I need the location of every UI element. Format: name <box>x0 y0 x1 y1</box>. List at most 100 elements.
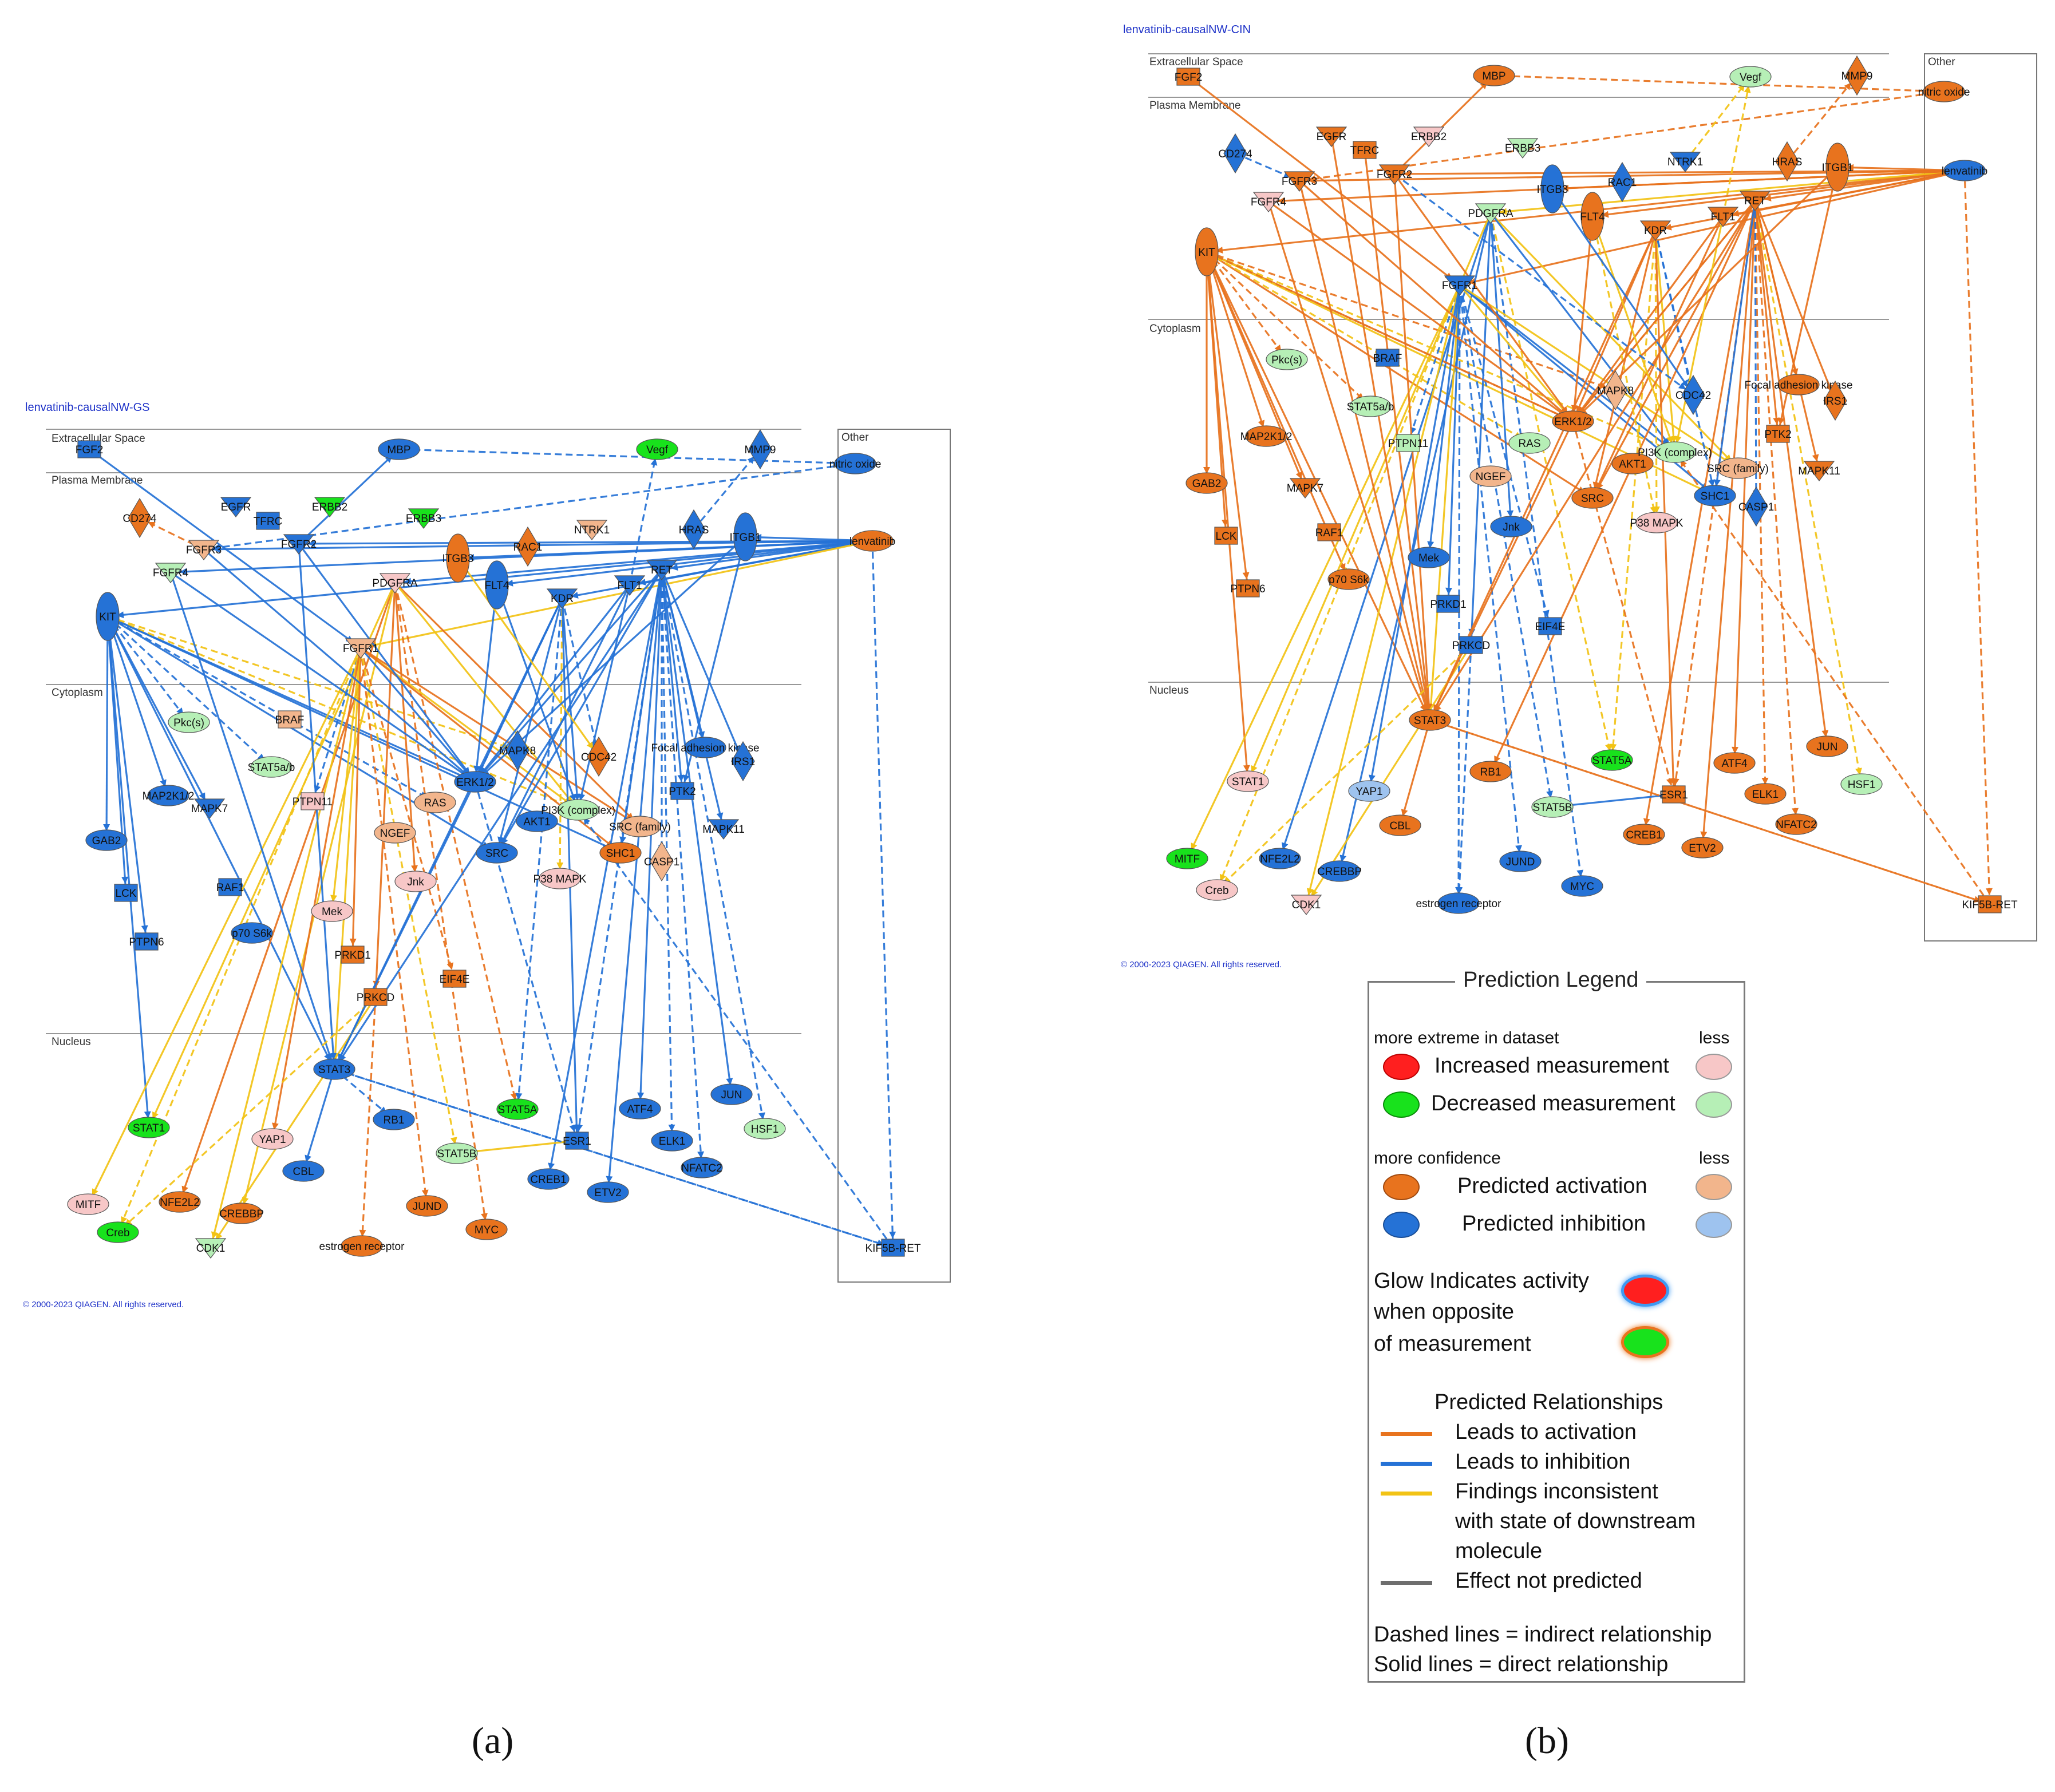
panel-a-node-yap1[interactable]: YAP1 <box>251 1128 294 1150</box>
panel-a-node-ptk2[interactable]: PTK2 <box>669 782 696 800</box>
panel-b-node-flt1[interactable]: FLT1 <box>1707 207 1739 227</box>
panel-b-node-src[interactable]: SRC <box>1571 487 1614 509</box>
panel-a-node-stat5b[interactable]: STAT5B <box>436 1142 478 1164</box>
panel-a-node-kif5b[interactable]: KIF5B-RET <box>865 1239 921 1257</box>
panel-a-node-fgf2[interactable]: FGF2 <box>76 440 104 458</box>
panel-a-node-ras[interactable]: RAS <box>414 792 456 813</box>
panel-b-node-hras[interactable]: HRAS <box>1772 141 1803 182</box>
panel-a-node-erk12[interactable]: ERK1/2 <box>454 771 496 793</box>
panel-a-node-casp1[interactable]: CASP1 <box>644 841 679 882</box>
panel-a-node-jund[interactable]: JUND <box>406 1195 448 1217</box>
panel-a-node-mapk8[interactable]: MAPK8 <box>499 730 536 771</box>
panel-b-node-erbb3[interactable]: ERBB3 <box>1505 138 1540 159</box>
panel-a-node-jun[interactable]: JUN <box>710 1083 753 1105</box>
panel-b-node-nfatc2[interactable]: NFATC2 <box>1775 813 1817 835</box>
panel-b-node-atf4[interactable]: ATF4 <box>1713 752 1756 774</box>
panel-a-node-creb1[interactable]: CREB1 <box>527 1168 570 1190</box>
panel-b-node-eif4e[interactable]: EIF4E <box>1535 617 1566 635</box>
panel-b-node-stat5ab[interactable]: STAT5a/b <box>1347 395 1394 417</box>
panel-a-node-stat5a[interactable]: STAT5A <box>496 1098 539 1120</box>
panel-b-node-itgb1[interactable]: ITGB1 <box>1822 143 1854 192</box>
panel-b-node-yap1[interactable]: YAP1 <box>1348 780 1390 802</box>
panel-a-node-mmp9[interactable]: MMP9 <box>745 429 776 470</box>
panel-b-node-itgb3[interactable]: ITGB3 <box>1537 164 1568 213</box>
panel-b-node-pi3k[interactable]: PI3K (complex) <box>1638 441 1712 463</box>
panel-b-node-pkcs[interactable]: Pkc(s) <box>1266 349 1308 370</box>
panel-b-node-creb[interactable]: Creb <box>1196 879 1238 901</box>
panel-a-node-irs1[interactable]: IRS1 <box>731 741 755 782</box>
panel-b-node-stat3[interactable]: STAT3 <box>1409 709 1451 731</box>
panel-b-node-prkcd[interactable]: PRKCD <box>1452 636 1491 654</box>
panel-a-node-ptpn6[interactable]: PTPN6 <box>129 932 164 951</box>
panel-a-node-myc[interactable]: MYC <box>465 1219 508 1240</box>
panel-b-node-myc[interactable]: MYC <box>1561 875 1603 897</box>
panel-a-node-fgfr3[interactable]: FGFR3 <box>186 540 222 560</box>
panel-a-node-tfrc[interactable]: TFRC <box>254 512 283 530</box>
panel-b-node-ptpn6[interactable]: PTPN6 <box>1230 579 1266 598</box>
panel-a-node-stat5ab[interactable]: STAT5a/b <box>248 756 295 778</box>
panel-b-node-lenvatinib[interactable]: lenvatinib <box>1942 160 1987 181</box>
panel-a-node-no[interactable]: nitric oxide <box>829 453 882 474</box>
panel-b-node-jund[interactable]: JUND <box>1499 850 1542 872</box>
panel-b-node-stat5b[interactable]: STAT5B <box>1531 796 1574 818</box>
panel-a-node-crebbp[interactable]: CREBBP <box>219 1202 264 1224</box>
panel-a-node-fgfr1[interactable]: FGFR1 <box>343 638 378 659</box>
panel-a-node-p38[interactable]: P38 MAPK <box>533 868 587 889</box>
panel-b-node-estr[interactable]: estrogen receptor <box>1416 892 1502 914</box>
panel-a-node-kdr[interactable]: KDR <box>546 588 578 609</box>
panel-b-node-mapk7[interactable]: MAPK7 <box>1287 478 1323 499</box>
panel-b-node-tfrc[interactable]: TFRC <box>1350 141 1380 159</box>
panel-b-node-vegf[interactable]: Vegf <box>1729 66 1772 88</box>
panel-b-node-raf1[interactable]: RAF1 <box>1315 523 1343 541</box>
panel-b-node-creb1[interactable]: CREB1 <box>1623 824 1665 845</box>
panel-b-node-mek[interactable]: Mek <box>1408 547 1450 568</box>
panel-a-node-creb[interactable]: Creb <box>97 1221 139 1243</box>
panel-b-node-casp1[interactable]: CASP1 <box>1738 486 1774 527</box>
panel-a-node-akt1[interactable]: AKT1 <box>516 810 558 832</box>
panel-b-node-etv2[interactable]: ETV2 <box>1681 837 1724 859</box>
panel-a-node-map2k12[interactable]: MAP2K1/2 <box>143 785 195 806</box>
panel-b-node-cd274[interactable]: CD274 <box>1218 133 1252 174</box>
panel-a-node-pi3k[interactable]: PI3K (complex) <box>541 799 615 821</box>
panel-b-node-kdr[interactable]: KDR <box>1639 220 1671 241</box>
panel-a-node-nfe2l2[interactable]: NFE2L2 <box>159 1191 201 1213</box>
panel-a-node-flt1[interactable]: FLT1 <box>614 575 646 596</box>
panel-b-node-gab2[interactable]: GAB2 <box>1185 472 1228 494</box>
panel-a-node-mapk7[interactable]: MAPK7 <box>191 798 228 819</box>
panel-b-node-erk12[interactable]: ERK1/2 <box>1552 410 1594 432</box>
panel-a-node-mapk11[interactable]: MAPK11 <box>702 819 745 840</box>
panel-b-node-rb1[interactable]: RB1 <box>1469 761 1512 782</box>
panel-a-node-braf[interactable]: BRAF <box>275 710 305 729</box>
panel-b-node-fgfr4[interactable]: FGFR4 <box>1251 192 1287 212</box>
panel-a-node-p70s6k[interactable]: p70 S6k <box>231 922 273 944</box>
panel-a-node-fgfr4[interactable]: FGFR4 <box>153 563 189 583</box>
panel-b-node-crebbp[interactable]: CREBBP <box>1317 860 1362 882</box>
panel-a-node-eif4e[interactable]: EIF4E <box>440 970 470 988</box>
panel-b-node-elk1[interactable]: ELK1 <box>1744 783 1787 805</box>
panel-a-node-mbp[interactable]: MBP <box>378 438 420 460</box>
panel-b-node-kit[interactable]: KIT <box>1195 227 1219 276</box>
panel-a-node-etv2[interactable]: ETV2 <box>587 1181 629 1203</box>
panel-a-node-srcfam[interactable]: SRC (family) <box>609 816 671 837</box>
panel-a-node-esr1[interactable]: ESR1 <box>563 1132 591 1150</box>
panel-a-node-rb1[interactable]: RB1 <box>373 1109 415 1130</box>
panel-b-node-braf[interactable]: BRAF <box>1373 349 1402 367</box>
panel-b-node-mitf[interactable]: MITF <box>1166 848 1208 869</box>
panel-b-node-stat1[interactable]: STAT1 <box>1227 770 1269 792</box>
panel-a-node-erbb3[interactable]: ERBB3 <box>406 508 441 529</box>
panel-a-node-egfr[interactable]: EGFR <box>220 497 252 517</box>
panel-b-node-cdk1[interactable]: CDK1 <box>1290 895 1322 915</box>
panel-b-node-esr1[interactable]: ESR1 <box>1659 785 1688 804</box>
panel-a-node-kit[interactable]: KIT <box>96 592 120 641</box>
panel-a-node-stat3[interactable]: STAT3 <box>313 1058 355 1080</box>
panel-a-node-rac1[interactable]: RAC1 <box>513 526 543 567</box>
panel-a-node-hsf1[interactable]: HSF1 <box>744 1118 786 1140</box>
panel-b-node-mapk8[interactable]: MAPK8 <box>1597 370 1634 411</box>
panel-b-node-pdgfra[interactable]: PDGFRA <box>1468 203 1513 224</box>
panel-b-node-ret[interactable]: RET <box>1739 191 1771 211</box>
panel-a-node-hras[interactable]: HRAS <box>679 509 709 550</box>
panel-a-node-cbl[interactable]: CBL <box>282 1160 325 1182</box>
panel-b-node-kif5b[interactable]: KIF5B-RET <box>1962 895 2018 913</box>
panel-a-node-nfatc2[interactable]: NFATC2 <box>681 1157 723 1178</box>
panel-b-node-shc1[interactable]: SHC1 <box>1694 485 1736 507</box>
